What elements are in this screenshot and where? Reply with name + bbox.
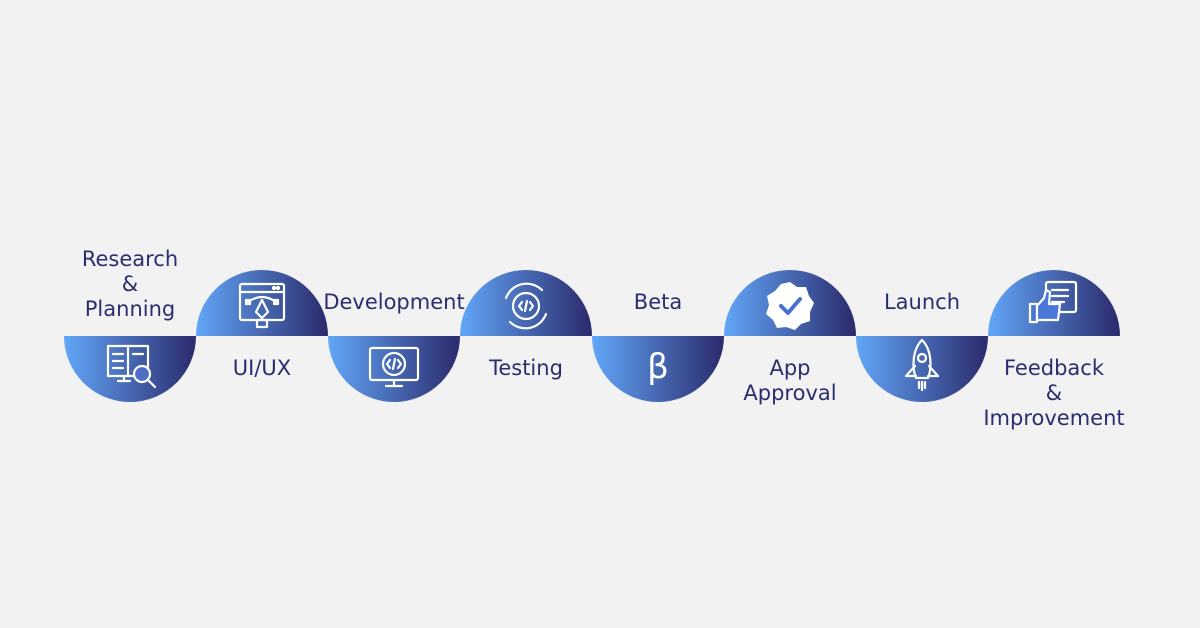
design-pen-tool-icon [238,282,286,329]
step-semicircle-1 [64,336,196,402]
step-label-line: Beta [633,290,683,314]
step-semicircle-5 [592,336,724,402]
gear-code-cycle-icon [504,282,548,330]
step-semicircle-2 [196,270,328,336]
step-label-line: & [121,272,139,296]
step-label-8: Feedback&Improvement [964,356,1144,431]
verified-badge-icon [766,282,814,330]
step-label-line: Improvement [983,406,1125,430]
step-semicircle-7 [856,336,988,402]
book-magnifier-icon [106,344,157,389]
step-label-3: Development [304,290,484,315]
step-label-line: Planning [84,297,176,321]
step-label-line: Research [81,247,179,271]
step-label-2: UI/UX [172,356,352,381]
step-label-line: UI/UX [232,356,292,380]
step-label-1: Research&Planning [40,247,220,322]
step-label-line: Testing [489,356,563,380]
beta-symbol-icon: β [647,347,669,387]
step-label-line: Development [323,290,465,314]
step-label-line: Launch [883,290,961,314]
step-label-line: & [1045,381,1063,405]
step-label-5: Beta [568,290,748,315]
beta-glyph: β [647,347,669,387]
step-label-line: Approval [743,381,837,405]
step-label-4: Testing [436,356,616,381]
step-label-7: Launch [832,290,1012,315]
thumbs-up-document-icon [1028,280,1078,324]
rocket-icon [904,338,940,392]
step-label-line: Feedback [1003,356,1104,380]
monitor-gear-code-icon [368,346,420,388]
step-label-line: App [769,356,811,380]
